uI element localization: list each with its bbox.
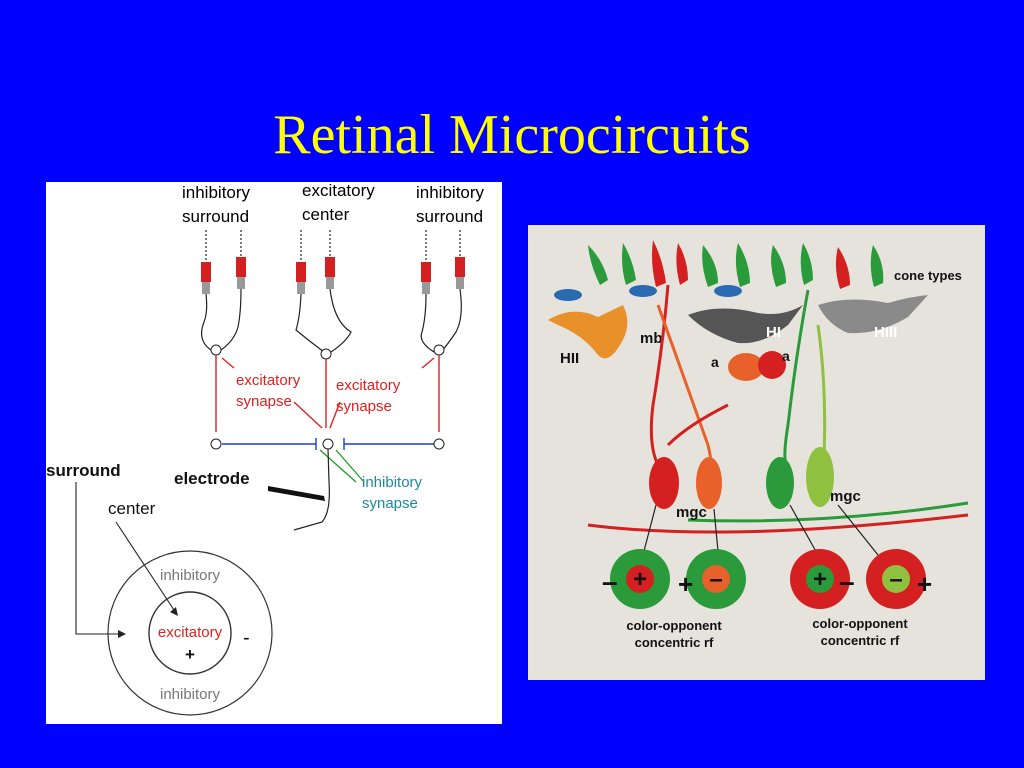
label-inhibitory-surround-right-1: inhibitory — [416, 183, 485, 202]
photoreceptor-group — [201, 230, 465, 353]
label-a-left: a — [711, 354, 719, 370]
label-inhibitory-surround-left-2: surround — [182, 207, 249, 226]
cone — [835, 247, 850, 289]
receptive-field: – + — [866, 549, 932, 609]
label-HII: HII — [560, 350, 579, 367]
label-plus: + — [185, 645, 195, 664]
label-electrode: electrode — [174, 469, 250, 488]
photoreceptor — [201, 230, 215, 353]
photoreceptor — [440, 230, 465, 353]
cone — [870, 245, 884, 287]
ganglion-axon — [293, 448, 330, 531]
label-HIII: HIII — [874, 324, 897, 341]
label-mgc-left: mgc — [676, 504, 707, 521]
color-opponent-svg: cone types HII mb HI HIII a a mgc mgc + … — [548, 240, 969, 650]
label-cone-types: cone types — [894, 268, 962, 283]
label-excitatory-synapse-right-1: excitatory — [336, 377, 401, 394]
cone — [629, 285, 657, 297]
bipolar-node-center — [320, 348, 332, 360]
cone — [588, 245, 608, 285]
ganglion-node-center — [322, 438, 334, 450]
surround-arrow — [75, 482, 118, 635]
label-inhibitory-top: inhibitory — [160, 567, 221, 584]
photoreceptor — [295, 230, 325, 353]
amacrine-cell-right — [758, 351, 786, 379]
cone — [676, 243, 688, 285]
photoreceptor — [325, 230, 352, 353]
rf-2-left-sign: + — [678, 569, 693, 599]
label-inhibitory-synapse-1: inhibitory — [362, 474, 423, 491]
horizontal-cell-HII — [548, 305, 628, 359]
receptive-field: + – — [790, 549, 855, 609]
label-rf-left-2: concentric rf — [635, 635, 714, 650]
inhibitory-horizontal-line — [222, 438, 434, 450]
horizontal-node-left — [210, 438, 222, 450]
rf-pointer-lines — [643, 504, 879, 556]
excitatory-connections — [215, 355, 440, 432]
label-mb: mb — [640, 330, 663, 347]
label-rf-right-1: color-opponent — [812, 616, 908, 631]
receptive-field: – + — [678, 549, 746, 609]
label-rf-left-1: color-opponent — [626, 618, 722, 633]
cone — [652, 240, 666, 287]
cone — [714, 285, 742, 297]
rf-4-right-sign: + — [917, 569, 932, 599]
label-excitatory-inner: excitatory — [158, 624, 223, 641]
surround-arrowhead — [118, 630, 126, 638]
bipolar-node-right — [433, 344, 445, 356]
label-excitatory-center-1: excitatory — [302, 182, 375, 200]
label-a-right: a — [782, 348, 790, 364]
rf-3-center-sign: + — [813, 566, 827, 593]
cone — [702, 245, 718, 287]
center-arrow — [115, 521, 175, 611]
surround-circle — [107, 550, 273, 716]
rf-2-center-sign: – — [709, 566, 722, 593]
label-mgc-right: mgc — [830, 488, 861, 505]
receptive-field: + – — [602, 549, 670, 609]
label-excitatory-center-2: center — [302, 205, 350, 224]
ganglion-cell-green — [766, 457, 794, 509]
label-excitatory-synapse-left-2: synapse — [236, 393, 292, 410]
cone — [735, 243, 750, 287]
rf-1-left-sign: – — [602, 566, 618, 597]
horizontal-cell-HI — [688, 305, 803, 344]
label-inhibitory-synapse-2: synapse — [362, 495, 418, 512]
cone — [771, 245, 786, 287]
rf-4-center-sign: – — [889, 566, 902, 593]
horizontal-cell-HIII — [818, 295, 928, 334]
horizontal-node-right — [433, 438, 445, 450]
cone — [800, 243, 813, 285]
amacrine-cell-left — [728, 353, 764, 381]
color-opponent-diagram: cone types HII mb HI HIII a a mgc mgc + … — [528, 225, 985, 680]
center-surround-svg: inhibitory surround excitatory center in… — [46, 181, 485, 716]
inhibitory-synapse-arrows — [319, 449, 365, 483]
center-surround-diagram: inhibitory surround excitatory center in… — [46, 181, 502, 724]
label-minus: - — [243, 627, 250, 649]
rf-1-center-sign: + — [633, 566, 647, 593]
label-HI: HI — [766, 324, 781, 341]
label-excitatory-synapse-right-2: synapse — [336, 398, 392, 415]
label-inhibitory-bottom: inhibitory — [160, 686, 221, 703]
center-circle — [148, 591, 232, 675]
electrode-icon — [268, 486, 325, 501]
label-excitatory-synapse-left-1: excitatory — [236, 372, 301, 389]
label-inhibitory-surround-right-2: surround — [416, 207, 483, 226]
bipolar-node-left — [210, 344, 222, 356]
center-arrowhead — [170, 607, 178, 616]
label-rf-right-2: concentric rf — [821, 633, 900, 648]
label-inhibitory-surround-left-1: inhibitory — [182, 183, 251, 202]
ganglion-cell-red — [649, 457, 679, 509]
ganglion-cell-lightgreen — [806, 447, 834, 507]
cone — [554, 289, 582, 301]
photoreceptor — [420, 230, 435, 353]
cone — [622, 243, 636, 285]
label-center: center — [108, 499, 156, 518]
slide-title: Retinal Microcircuits — [273, 104, 751, 166]
cone-row — [554, 240, 884, 301]
rf-3-right-sign: – — [839, 566, 855, 597]
ganglion-cell-orange — [696, 457, 722, 509]
label-surround: surround — [46, 461, 121, 480]
photoreceptor — [217, 230, 246, 353]
